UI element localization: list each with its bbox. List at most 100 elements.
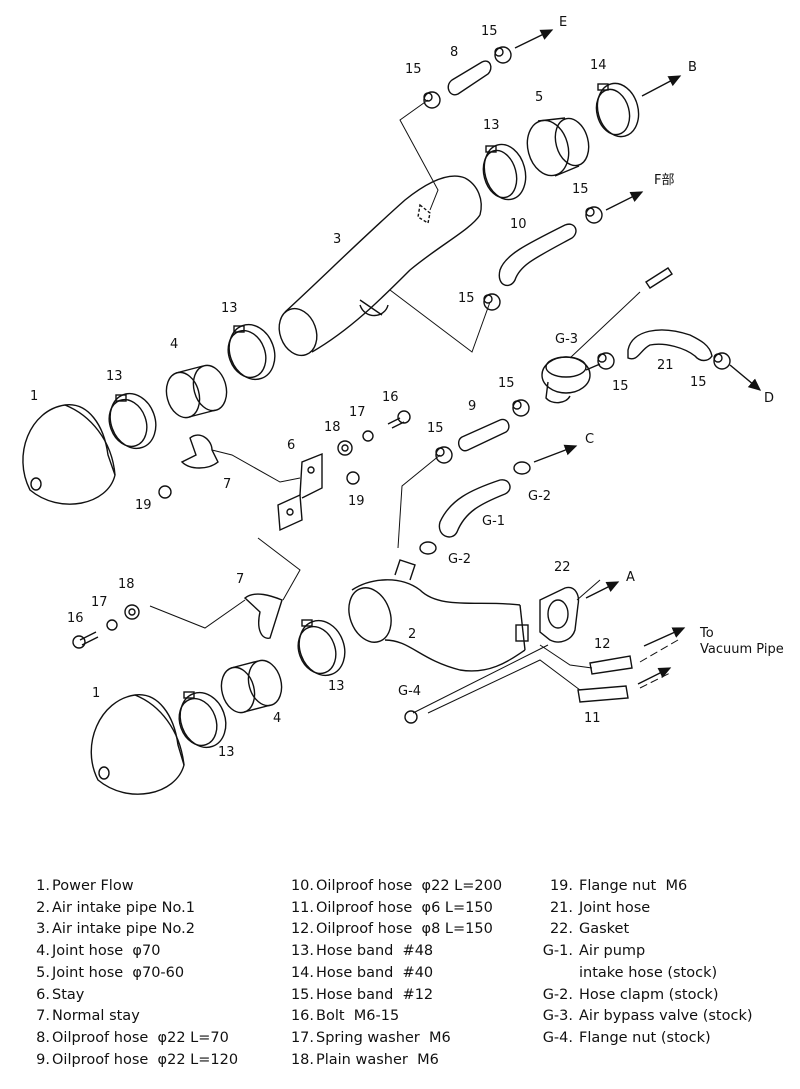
callout-13-a: 13 [106,369,123,384]
oilproof-hose-22-l120 [458,418,510,452]
callout-13-b: 13 [221,301,238,316]
flange-nut-upper-right [346,471,360,485]
oilproof-hose-22-l200 [498,223,577,287]
legend-text: Oilproof hose φ8 L=150 [316,921,493,938]
legend-text: Gasket [579,921,630,938]
spring-washer-upper [362,430,374,442]
legend-row: 14.Hose band #40 [290,963,502,985]
oilproof-hose-8-l150 [589,655,633,675]
assembly-lines [149,99,679,714]
arrow-e [514,29,554,49]
callout-7-lower: 7 [236,572,244,587]
legend-number: 22. [549,921,573,938]
legend-number: 21. [549,899,573,916]
callout-18-upper: 18 [324,420,341,435]
legend-text: Air intake pipe No.1 [52,899,195,916]
joint-hose-70-upper [165,364,228,419]
legend-row: 10.Oilproof hose φ22 L=200 [290,876,502,898]
callout-19-upper-left: 19 [135,498,152,513]
callout-15-h: 15 [690,375,707,390]
joint-hose-70-60 [526,117,590,177]
direction-label-f: F部 [654,173,674,188]
callout-labels: 1 1 2 3 4 4 5 6 7 7 8 9 10 11 12 13 13 1… [30,15,784,760]
hose-band-12-b [494,46,512,64]
normal-stay-lower [243,593,283,639]
callout-11: 11 [584,711,601,726]
callout-8: 8 [450,45,458,60]
legend-row: 15.Hose band #12 [290,985,502,1007]
legend-text: Oilproof hose φ22 L=70 [52,1029,229,1046]
legend-number: 14. [290,964,314,981]
direction-label-e: E [559,15,567,30]
legend-text: Flange nut M6 [579,878,688,894]
air-intake-pipe-no1 [348,559,529,672]
hose-band-12-c [585,206,603,224]
air-intake-pipe-no2 [278,175,482,357]
hose-band-48-mid [227,323,276,381]
callout-g2-upper: G-2 [528,489,551,504]
callout-1-lower: 1 [92,686,100,701]
legend-row: G-4.Flange nut (stock) [537,1028,753,1050]
hose-band-48-upper [482,143,527,201]
legend-number: 5. [36,964,50,981]
legend-row: 21.Joint hose [537,898,753,920]
legend-number: 4. [36,943,50,960]
legend-number: 1. [36,878,50,894]
legend-text: Joint hose φ70-60 [52,964,185,981]
flange-nut-stock [404,710,418,724]
legend-text: Normal stay [52,1008,140,1025]
legend-text: Stay [52,986,85,1003]
legend-number: 16. [290,1008,314,1025]
legend-row: 16.Bolt M6-15 [290,1006,502,1028]
legend-row: 17.Spring washer M6 [290,1028,502,1050]
to-vacuum-pipe-line1: To [699,626,714,641]
arrow-f [605,191,644,211]
legend-row: 3.Air intake pipe No.2 [34,919,238,941]
power-flow-filter-upper [22,404,116,505]
legend-text: Hose band #12 [316,986,434,1003]
hose-clamp-stock-lower [419,541,437,555]
gasket [539,586,580,643]
legend-number: 7. [36,1008,50,1025]
legend-number: G-1. [542,943,573,960]
hose-band-12-e [512,399,530,417]
callout-17-upper: 17 [349,405,366,420]
hose-band-48-bottom [178,691,227,749]
legend-number: G-2. [542,986,573,1003]
legend-text: intake hose (stock) [579,964,718,981]
callout-13-c: 13 [483,118,500,133]
power-flow-filter-lower [90,694,185,795]
legend-text: Hose band #48 [316,943,434,960]
legend-text: Oilproof hose φ6 L=150 [316,899,493,916]
legend-row: 5.Joint hose φ70-60 [34,963,238,985]
exploded-parts-diagram: 1 1 2 3 4 4 5 6 7 7 8 9 10 11 12 13 13 1… [22,15,784,795]
legend-text: Air intake pipe No.2 [52,921,195,938]
callout-5: 5 [535,90,543,105]
legend-number: 9. [36,1051,50,1068]
legend-row: 2.Air intake pipe No.1 [34,898,238,920]
legend-row: 11.Oilproof hose φ6 L=150 [290,898,502,920]
legend-row: 7.Normal stay [34,1006,238,1028]
callout-18-lower: 18 [118,577,135,592]
hose-band-12-d [483,293,501,311]
hose-band-12-g [597,352,615,370]
oilproof-hose-22-l70 [447,60,492,96]
air-pump-intake-hose [438,479,511,538]
hose-band-12-h [713,352,731,370]
legend-text: Bolt M6-15 [316,1008,400,1025]
hose-band-12-a [423,91,441,109]
callout-3: 3 [333,232,341,247]
hose-band-12-f [435,446,453,464]
arrow-vacuum-lower [637,667,672,685]
joint-hose-70-lower [220,659,283,714]
legend-text: Hose clapm (stock) [579,986,719,1003]
legend-row: 9.Oilproof hose φ22 L=120 [34,1050,238,1072]
plain-washer-upper [337,440,353,456]
callout-1-upper: 1 [30,389,38,404]
arrow-c [533,444,578,463]
legend-text: Joint hose φ70 [52,943,161,960]
legend-row: 18.Plain washer M6 [290,1050,502,1072]
bolt-m6-lower [72,631,99,649]
callout-g3: G-3 [555,332,578,347]
